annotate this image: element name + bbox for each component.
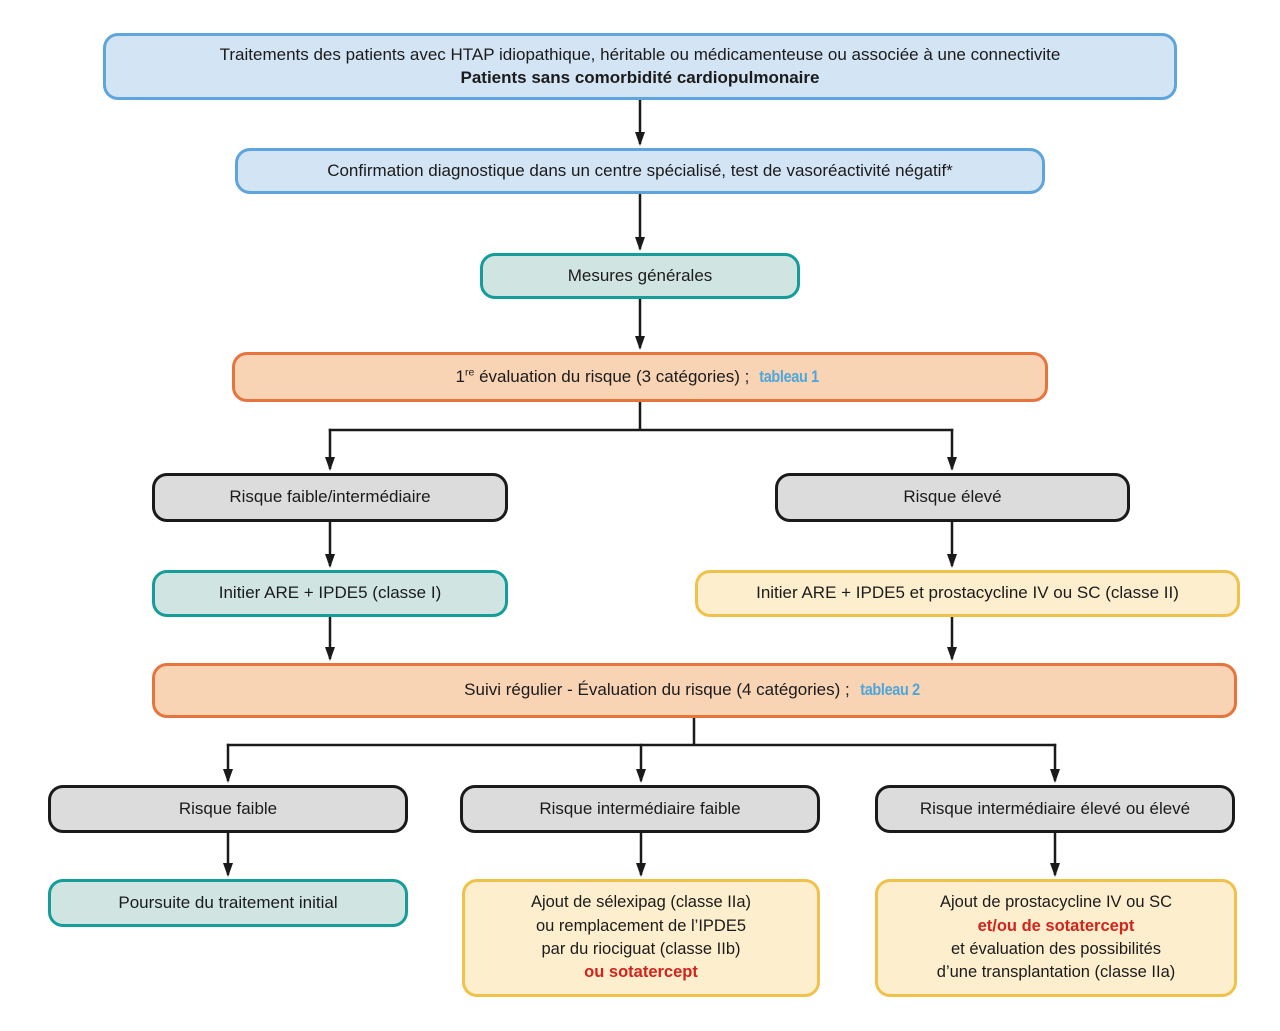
ordinal-suffix: re [464,365,475,378]
confirmation-box: Confirmation diagnostique dans un centre… [235,148,1045,194]
header-box: Traitements des patients avec HTAP idiop… [103,33,1177,100]
initiate-are-ipde5-text: Initier ARE + IPDE5 (classe I) [218,583,442,603]
risk-low-intermediate-text: Risque faible/intermédiaire [229,487,431,507]
tableau-1-link[interactable]: tableau 1 [759,366,820,386]
followup-risk-assessment-label: Suivi régulier - Évaluation du risque (4… [464,680,850,700]
confirmation-text: Confirmation diagnostique dans un centre… [327,160,953,180]
add-prostacycline-box: Ajout de prostacycline IV ou SC et/ou de… [875,879,1237,997]
tableau-2-link[interactable]: tableau 2 [859,680,920,700]
add-selexipag-line1: Ajout de sélexipag (classe IIa) [530,893,752,912]
add-prostacycline-line4: d’une transplantation (classe IIa) [936,963,1176,982]
risk-low-text: Risque faible [178,798,278,818]
risk-intermediate-low-box: Risque intermédiaire faible [460,785,820,833]
continue-initial-treatment-text: Poursuite du traitement initial [118,892,338,912]
first-risk-assessment-text: 1re évaluation du risque (3 catégories) … [456,366,825,389]
add-selexipag-line3: par du riociguat (classe IIb) [541,940,741,958]
first-risk-assessment-box: 1re évaluation du risque (3 catégories) … [232,352,1048,402]
initiate-are-ipde5-prostacycline-text: Initier ARE + IPDE5 et prostacycline IV … [756,583,1179,603]
add-selexipag-red-line: ou sotatercept [584,963,698,982]
general-measures-text: Mesures générales [567,265,713,285]
initiate-are-ipde5-prostacycline-box: Initier ARE + IPDE5 et prostacycline IV … [695,570,1240,617]
ordinal-number: 1 [455,366,465,386]
branch-eval2-to-risk-categories [223,718,1060,783]
continue-initial-treatment-box: Poursuite du traitement initial [48,879,408,927]
add-selexipag-line2: ou remplacement de l’IPDE5 [535,916,747,935]
branch-eval1-to-risk-categories [325,402,957,471]
risk-high-box: Risque élevé [775,473,1130,522]
risk-intermediate-low-text: Risque intermédiaire faible [539,798,741,818]
risk-low-box: Risque faible [48,785,408,833]
followup-risk-assessment-box: Suivi régulier - Évaluation du risque (4… [152,663,1237,718]
add-prostacycline-line3: et évaluation des possibilités [950,940,1162,958]
add-prostacycline-red-line: et/ou de sotatercept [977,916,1135,935]
add-selexipag-box: Ajout de sélexipag (classe IIa) ou rempl… [462,879,820,997]
followup-risk-assessment-text: Suivi régulier - Évaluation du risque (4… [464,679,925,702]
header-line2: Patients sans comorbidité cardiopulmonai… [460,67,820,87]
risk-high-text: Risque élevé [903,487,1002,507]
risk-intermediate-high-text: Risque intermédiaire élevé ou élevé [919,798,1191,818]
general-measures-box: Mesures générales [480,253,800,299]
risk-low-intermediate-box: Risque faible/intermédiaire [152,473,508,522]
risk-intermediate-high-box: Risque intermédiaire élevé ou élevé [875,785,1235,833]
first-risk-assessment-label: évaluation du risque (3 catégories) ; [474,366,750,386]
add-prostacycline-line1: Ajout de prostacycline IV ou SC [939,893,1173,912]
header-line1: Traitements des patients avec HTAP idiop… [219,44,1061,64]
initiate-are-ipde5-box: Initier ARE + IPDE5 (classe I) [152,570,508,617]
